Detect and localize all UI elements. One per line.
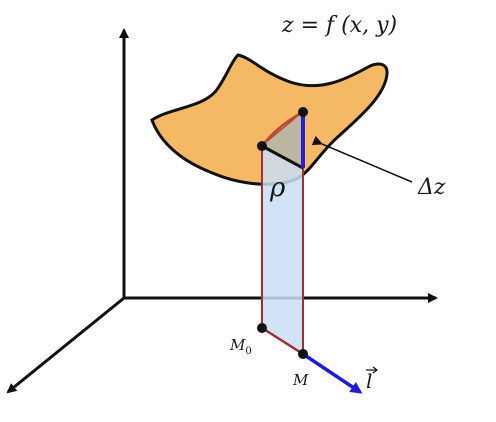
delta-z-label: Δz xyxy=(417,175,446,200)
x-axis xyxy=(6,296,125,394)
point-top xyxy=(298,107,308,117)
l-label: l xyxy=(366,369,372,393)
surface-patch xyxy=(150,53,389,186)
point-surface-m0 xyxy=(257,141,267,151)
m0-label-sub: 0 xyxy=(245,346,251,357)
m0-label-base: M xyxy=(229,336,246,354)
m-label: M xyxy=(292,371,309,389)
rho-label: ρ xyxy=(269,173,286,203)
point-m0 xyxy=(257,323,267,333)
direction-vector xyxy=(302,352,363,394)
l-vector-mark-head xyxy=(372,366,378,374)
point-m xyxy=(298,349,308,359)
base-segment xyxy=(261,326,304,356)
m0-label: M0 xyxy=(229,336,252,357)
delta-triangle xyxy=(262,112,303,168)
delta-z-pointer xyxy=(311,135,413,183)
rho-segment xyxy=(261,144,304,170)
equation-label: z = f (x, y) xyxy=(281,13,397,38)
